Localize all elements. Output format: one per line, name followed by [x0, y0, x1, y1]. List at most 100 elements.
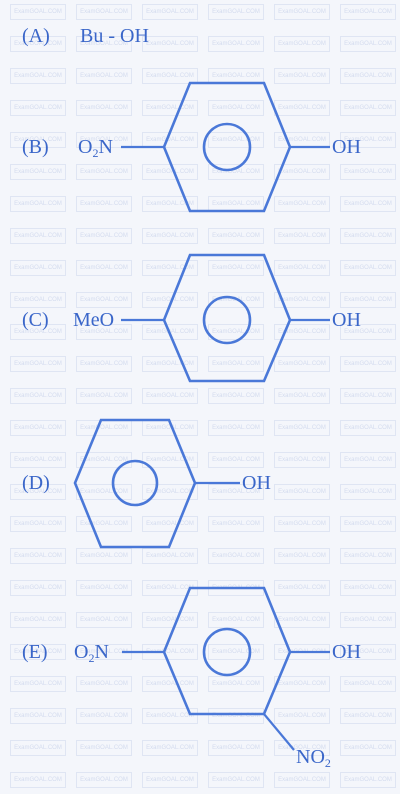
option-c: (C) MeO OH [22, 253, 361, 383]
watermark-tile: ExamGOAL.COM [142, 516, 198, 532]
watermark-tile: ExamGOAL.COM [274, 388, 330, 404]
option-e: (E) O2N OH NO2 [22, 586, 361, 770]
watermark-tile: ExamGOAL.COM [340, 388, 396, 404]
watermark-tile: ExamGOAL.COM [274, 580, 330, 596]
watermark-tile: ExamGOAL.COM [76, 4, 132, 20]
option-d-benzene-ring [73, 418, 197, 549]
watermark-tile: ExamGOAL.COM [340, 324, 396, 340]
watermark-tile: ExamGOAL.COM [274, 676, 330, 692]
watermark-tile: ExamGOAL.COM [208, 164, 264, 180]
option-c-benzene-ring [162, 253, 292, 383]
option-b-hydroxyl: OH [332, 136, 361, 158]
watermark-tile: ExamGOAL.COM [340, 676, 396, 692]
watermark-tile: ExamGOAL.COM [76, 324, 132, 340]
watermark-tile: ExamGOAL.COM [10, 484, 66, 500]
option-e-nitro-group: O2N [74, 641, 109, 665]
watermark-tile: ExamGOAL.COM [142, 68, 198, 84]
watermark-tile: ExamGOAL.COM [142, 388, 198, 404]
watermark-tile: ExamGOAL.COM [142, 772, 198, 788]
watermark-tile: ExamGOAL.COM [340, 740, 396, 756]
option-a-formula: Bu - OH [80, 25, 149, 47]
watermark-tile: ExamGOAL.COM [76, 516, 132, 532]
watermark-tile: ExamGOAL.COM [76, 772, 132, 788]
watermark-tile: ExamGOAL.COM [208, 356, 264, 372]
watermark-tile: ExamGOAL.COM [340, 164, 396, 180]
watermark-tile: ExamGOAL.COM [208, 740, 264, 756]
watermark-tile: ExamGOAL.COM [10, 708, 66, 724]
watermark-tile: ExamGOAL.COM [340, 36, 396, 52]
watermark-tile: ExamGOAL.COM [340, 484, 396, 500]
watermark-tile: ExamGOAL.COM [340, 708, 396, 724]
watermark-tile: ExamGOAL.COM [208, 548, 264, 564]
watermark-tile: ExamGOAL.COM [340, 4, 396, 20]
watermark-tile: ExamGOAL.COM [76, 580, 132, 596]
watermark-tile: ExamGOAL.COM [142, 452, 198, 468]
watermark-tile: ExamGOAL.COM [76, 100, 132, 116]
watermark-tile: ExamGOAL.COM [340, 260, 396, 276]
watermark-tile: ExamGOAL.COM [142, 612, 198, 628]
watermark-tile: ExamGOAL.COM [340, 452, 396, 468]
watermark-tile: ExamGOAL.COM [274, 228, 330, 244]
watermark-tile: ExamGOAL.COM [142, 36, 198, 52]
watermark-tile: ExamGOAL.COM [340, 292, 396, 308]
watermark-tile: ExamGOAL.COM [208, 260, 264, 276]
option-e-hydroxyl: OH [332, 641, 361, 663]
watermark-tile: ExamGOAL.COM [208, 516, 264, 532]
watermark-tile: ExamGOAL.COM [76, 228, 132, 244]
watermark-tile: ExamGOAL.COM [10, 452, 66, 468]
watermark-tile: ExamGOAL.COM [76, 132, 132, 148]
watermark-tile: ExamGOAL.COM [10, 548, 66, 564]
watermark-tile: ExamGOAL.COM [274, 772, 330, 788]
watermark-tile: ExamGOAL.COM [208, 708, 264, 724]
watermark-tile: ExamGOAL.COM [10, 740, 66, 756]
watermark-tile: ExamGOAL.COM [208, 132, 264, 148]
watermark-tile: ExamGOAL.COM [10, 164, 66, 180]
watermark-tile: ExamGOAL.COM [340, 420, 396, 436]
watermark-tile: ExamGOAL.COM [142, 484, 198, 500]
option-b: (B) O2N OH [22, 81, 361, 213]
option-b-benzene-ring [162, 81, 292, 213]
watermark-tile: ExamGOAL.COM [208, 4, 264, 20]
option-e-bottom-bond [263, 713, 295, 751]
option-d-aromatic-circle [111, 459, 159, 507]
watermark-tile: ExamGOAL.COM [10, 36, 66, 52]
watermark-tile: ExamGOAL.COM [10, 132, 66, 148]
watermark-tile: ExamGOAL.COM [340, 612, 396, 628]
watermark-tile: ExamGOAL.COM [10, 292, 66, 308]
option-b-nitro-group: O2N [78, 136, 113, 160]
watermark-tile: ExamGOAL.COM [10, 420, 66, 436]
watermark-tile: ExamGOAL.COM [208, 644, 264, 660]
watermark-tile: ExamGOAL.COM [340, 580, 396, 596]
watermark-tile: ExamGOAL.COM [142, 708, 198, 724]
watermark-tile: ExamGOAL.COM [10, 676, 66, 692]
watermark-tile: ExamGOAL.COM [142, 228, 198, 244]
watermark-tile: ExamGOAL.COM [274, 260, 330, 276]
watermark-tile: ExamGOAL.COM [10, 4, 66, 20]
option-a-label: (A) [22, 25, 50, 47]
watermark-tile: ExamGOAL.COM [76, 388, 132, 404]
watermark-tile: ExamGOAL.COM [76, 708, 132, 724]
option-d-hydroxyl: OH [242, 472, 271, 494]
watermark-tile: ExamGOAL.COM [76, 356, 132, 372]
option-c-methoxy-group: MeO [73, 309, 114, 331]
watermark-tile: ExamGOAL.COM [340, 132, 396, 148]
watermark-tile: ExamGOAL.COM [340, 548, 396, 564]
watermark-tile: ExamGOAL.COM [142, 100, 198, 116]
option-a: (A) Bu - OH [22, 25, 149, 47]
watermark-tile: ExamGOAL.COM [76, 68, 132, 84]
watermark-tile: ExamGOAL.COM [10, 68, 66, 84]
option-b-label: (B) [22, 136, 49, 158]
watermark-tile: ExamGOAL.COM [274, 420, 330, 436]
watermark-tile: ExamGOAL.COM [76, 740, 132, 756]
watermark-tile: ExamGOAL.COM [340, 100, 396, 116]
watermark-tile: ExamGOAL.COM [142, 740, 198, 756]
watermark-tile: ExamGOAL.COM [142, 356, 198, 372]
watermark-tile: ExamGOAL.COM [10, 612, 66, 628]
option-d-label: (D) [22, 472, 50, 494]
option-e-benzene-ring [162, 586, 292, 716]
watermark-tile: ExamGOAL.COM [142, 196, 198, 212]
watermark-tile: ExamGOAL.COM [142, 548, 198, 564]
watermark-tile: ExamGOAL.COM [274, 324, 330, 340]
watermark-tile: ExamGOAL.COM [10, 356, 66, 372]
